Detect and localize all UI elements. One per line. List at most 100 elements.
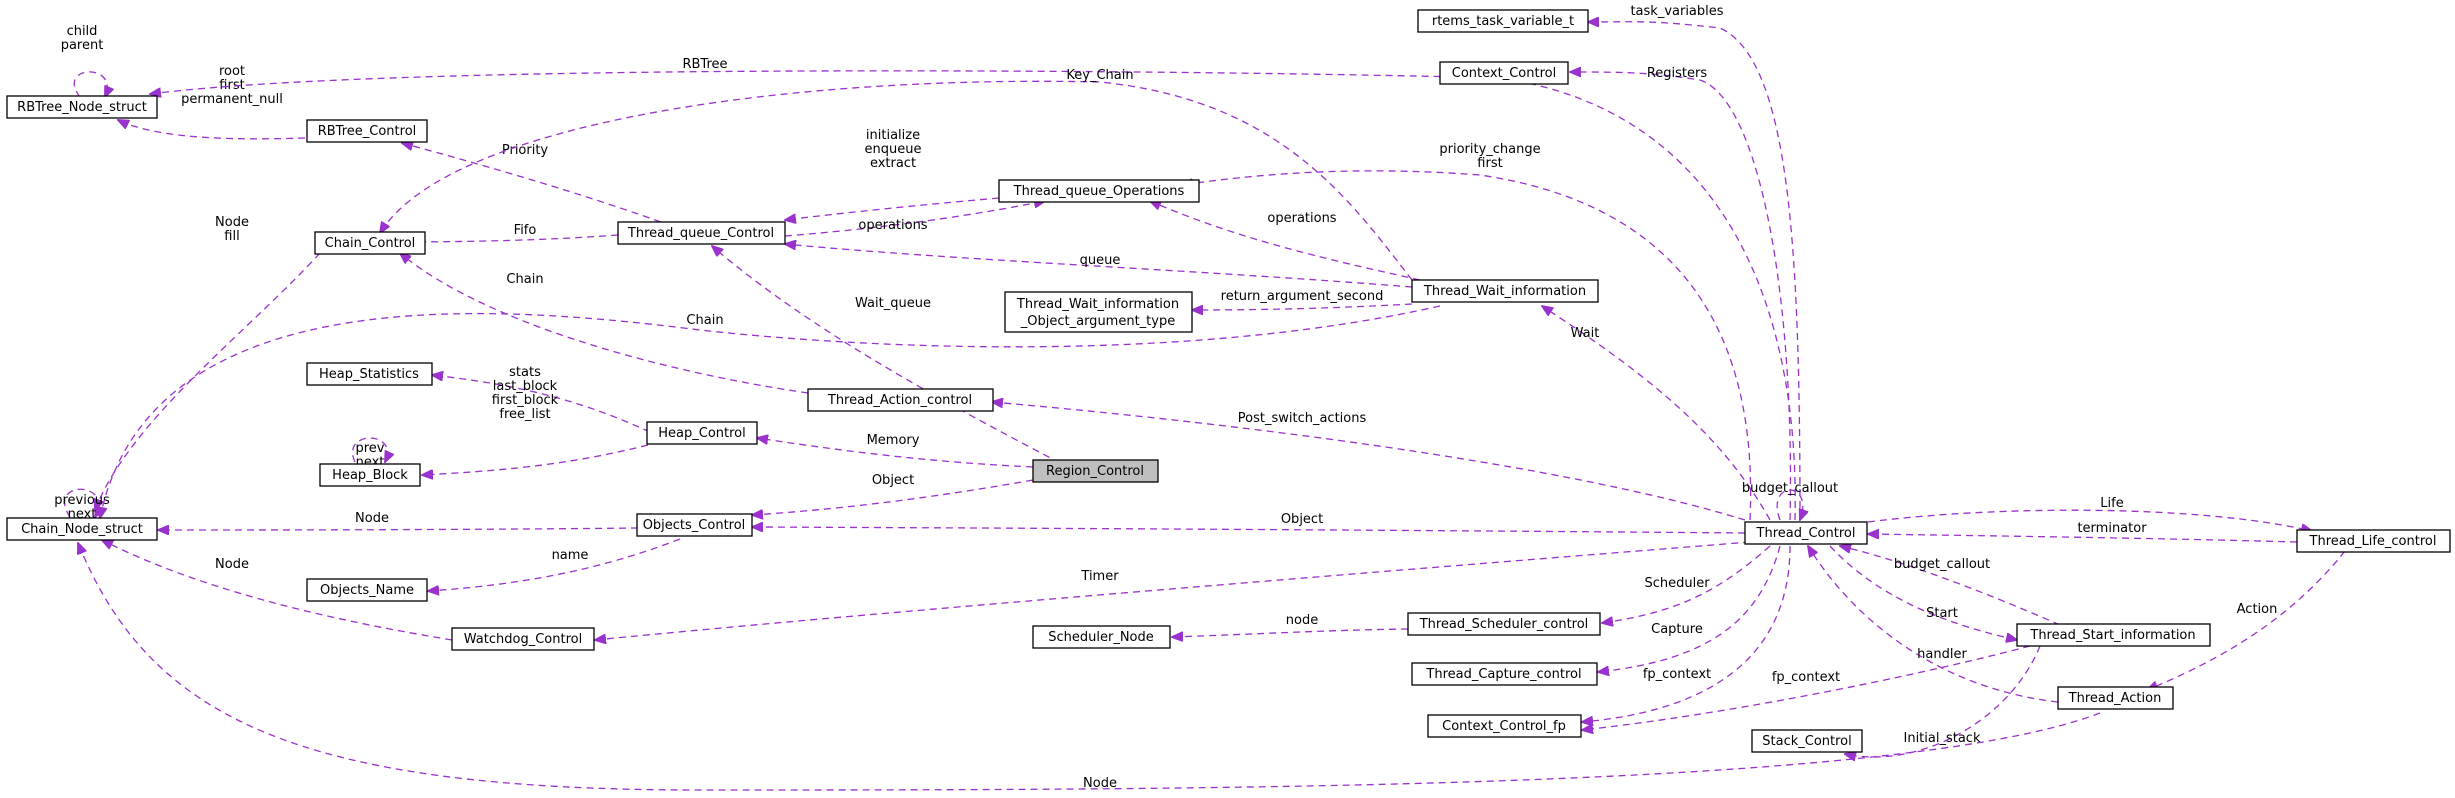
node-thread-scheduler-control[interactable]: Thread_Scheduler_control	[1407, 612, 1601, 636]
edge-tq-priority: Priority	[402, 143, 673, 227]
node-rtems-task-variable-t[interactable]: rtems_task_variable_t	[1417, 9, 1589, 33]
edge-region-object: Object	[752, 473, 1034, 515]
svg-text:Context_Control_fp: Context_Control_fp	[1442, 719, 1566, 734]
svg-text:Thread_Capture_control: Thread_Capture_control	[1425, 667, 1581, 682]
node-thread-capture-control[interactable]: Thread_Capture_control	[1411, 662, 1598, 686]
edge-tc-object: Object	[752, 512, 1746, 534]
edge-tac-chain: Chain	[400, 253, 809, 394]
svg-text:Objects_Control: Objects_Control	[643, 518, 746, 533]
svg-text:Thread_Life_control: Thread_Life_control	[2309, 534, 2437, 549]
nodes-layer: RBTree_Node_struct RBTree_Control Chain_…	[6, 9, 2451, 753]
svg-text:return_argument_second: return_argument_second	[1221, 289, 1384, 304]
node-thread-control[interactable]: Thread_Control	[1744, 521, 1868, 545]
node-chain-node-struct[interactable]: Chain_Node_struct	[6, 517, 158, 541]
node-thread-action[interactable]: Thread_Action	[2057, 686, 2174, 710]
node-thread-start-information[interactable]: Thread_Start_information	[2016, 623, 2211, 647]
edge-tc-budget-callout: budget_callout	[1742, 481, 1838, 520]
svg-text:operations: operations	[1267, 211, 1336, 226]
node-thread-action-control[interactable]: Thread_Action_control	[807, 388, 994, 412]
edge-tlc-action: Action	[2147, 550, 2346, 690]
edge-region-memory: Memory	[757, 433, 1034, 468]
node-rbtree-control[interactable]: RBTree_Control	[306, 119, 428, 143]
node-heap-control[interactable]: Heap_Control	[646, 421, 758, 445]
svg-text:Scheduler_Node: Scheduler_Node	[1048, 630, 1154, 645]
node-thread-queue-operations[interactable]: Thread_queue_Operations	[998, 179, 1200, 203]
edge-tsc-node: node	[1172, 613, 1409, 637]
svg-text:RBTree_Control: RBTree_Control	[318, 124, 417, 139]
svg-text:Thread_Start_information: Thread_Start_information	[2029, 628, 2195, 643]
edge-objects-node: Node	[158, 511, 639, 530]
edge-tsi-initial-stack: Initial_stack	[1845, 645, 2041, 757]
svg-text:Node: Node	[1083, 776, 1117, 791]
node-context-control[interactable]: Context_Control	[1439, 61, 1569, 85]
edge-twi-queue: queue	[785, 244, 1413, 288]
node-objects-control[interactable]: Objects_Control	[636, 513, 753, 537]
svg-text:Registers: Registers	[1647, 66, 1708, 81]
node-heap-statistics[interactable]: Heap_Statistics	[306, 362, 433, 386]
svg-text:Wait_queue: Wait_queue	[855, 296, 931, 311]
svg-text:queue: queue	[1080, 253, 1121, 268]
svg-text:node: node	[1286, 613, 1318, 628]
edge-tc-key-chain: Key_Chain	[380, 68, 1413, 281]
svg-text:Priority: Priority	[502, 143, 549, 158]
node-thread-queue-control[interactable]: Thread_queue_Control	[617, 221, 786, 245]
svg-text:budget_callout: budget_callout	[1894, 557, 1990, 572]
svg-text:Chain_Control: Chain_Control	[325, 236, 416, 251]
edge-tc-registers: Registers	[1570, 66, 1792, 521]
svg-text:Region_Control: Region_Control	[1046, 464, 1144, 479]
node-thread-wait-information[interactable]: Thread_Wait_information	[1411, 279, 1599, 303]
edge-tc-scheduler: Scheduler	[1602, 545, 1771, 623]
node-objects-name[interactable]: Objects_Name	[306, 578, 428, 602]
svg-text:Thread_Wait_information: Thread_Wait_information	[1016, 297, 1179, 312]
svg-text:Thread_Action: Thread_Action	[2068, 691, 2162, 706]
node-scheduler-node[interactable]: Scheduler_Node	[1032, 625, 1171, 649]
node-watchdog-control[interactable]: Watchdog_Control	[451, 627, 595, 651]
node-rbtree-node-struct[interactable]: RBTree_Node_struct	[6, 95, 158, 119]
node-chain-control[interactable]: Chain_Control	[314, 231, 426, 255]
svg-text:Scheduler: Scheduler	[1644, 576, 1710, 591]
svg-text:stats: stats	[509, 365, 541, 380]
svg-text:Wait: Wait	[1571, 326, 1600, 341]
svg-text:Thread_Action_control: Thread_Action_control	[827, 393, 972, 408]
edge-tc-task-variables: task_variables	[1588, 4, 1801, 521]
svg-text:Key_Chain: Key_Chain	[1066, 68, 1133, 83]
edge-tsi-start: Start	[1829, 545, 2017, 640]
svg-text:RBTree_Node_struct: RBTree_Node_struct	[17, 100, 147, 115]
edge-tc-rbtree: RBTree	[150, 57, 1796, 521]
svg-text:Node: Node	[215, 557, 249, 572]
svg-text:Chain: Chain	[506, 272, 543, 287]
svg-text:Objects_Name: Objects_Name	[320, 583, 414, 598]
svg-text:Heap_Statistics: Heap_Statistics	[319, 367, 419, 382]
node-context-control-fp[interactable]: Context_Control_fp	[1427, 714, 1582, 738]
edge-tc-life: Life	[1867, 496, 2312, 531]
edge-twi-operations: operations	[1150, 201, 1421, 281]
svg-text:Memory: Memory	[867, 433, 920, 448]
node-stack-control[interactable]: Stack_Control	[1751, 729, 1863, 753]
edge-tc-timer: Timer	[595, 541, 1751, 640]
edge-tsi-budget-callout: budget_callout	[1840, 546, 2061, 626]
node-heap-block[interactable]: Heap_Block	[319, 463, 421, 487]
svg-text:Object: Object	[1281, 512, 1323, 527]
svg-text:Context_Control: Context_Control	[1452, 66, 1556, 81]
edge-twi-chain: Chain	[100, 305, 1441, 518]
node-region-control[interactable]: Region_Control	[1032, 459, 1159, 483]
edge-tlc-terminator: terminator	[1868, 521, 2298, 543]
edge-tc-fp-context: fp_context	[1582, 545, 1791, 722]
node-thread-life-control[interactable]: Thread_Life_control	[2296, 529, 2451, 553]
svg-text:rtems_task_variable_t: rtems_task_variable_t	[1432, 14, 1574, 29]
svg-text:name: name	[552, 548, 589, 563]
node-thread-wait-information-object-argument-type[interactable]: Thread_Wait_information_Object_argument_…	[1004, 291, 1193, 333]
svg-text:Thread_queue_Control: Thread_queue_Control	[627, 226, 774, 241]
